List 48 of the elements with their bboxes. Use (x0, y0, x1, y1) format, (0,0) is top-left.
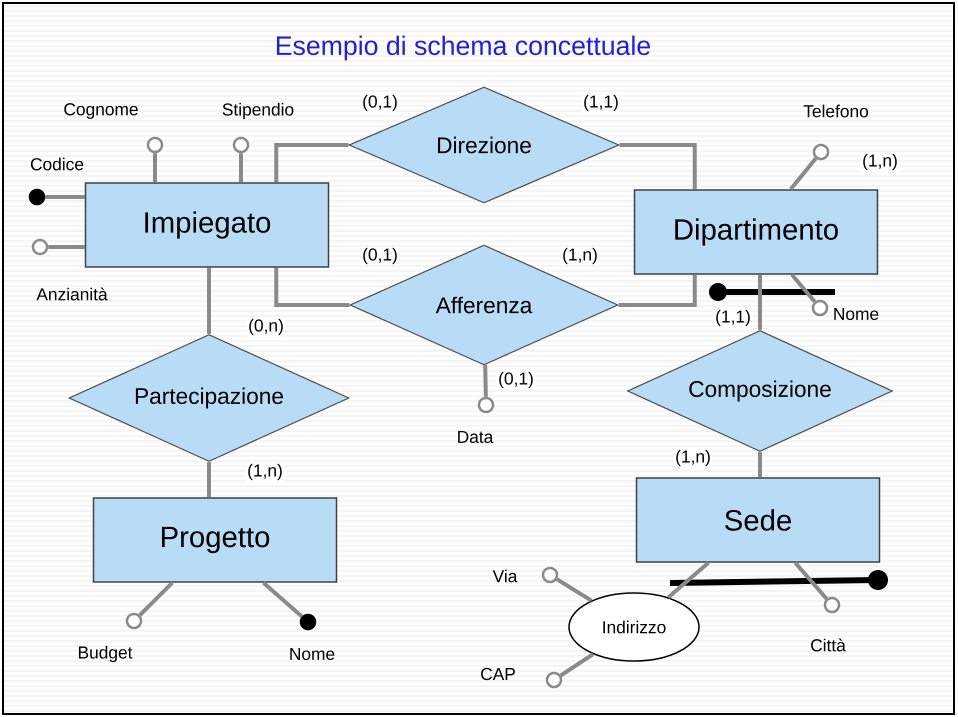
cardinality-label: (0,n) (246, 318, 286, 336)
attribute-label: Nome (834, 308, 878, 320)
attribute-line (789, 157, 818, 191)
attribute-line (48, 245, 85, 249)
attribute-line (153, 153, 157, 182)
attribute-line (262, 581, 304, 618)
cardinality-label: (1,n) (560, 246, 600, 266)
attribute-line (667, 561, 710, 599)
cardinality-label: (1,1) (714, 308, 752, 328)
entity-box: Progetto (92, 497, 338, 583)
title: Esempio di schema concettuale (276, 36, 650, 60)
attribute-line (138, 581, 174, 617)
attribute-label: Stipendio (222, 102, 294, 120)
attribute-label: Budget (78, 646, 132, 662)
cardinality-label: (0,1) (496, 370, 536, 390)
connector-line (758, 452, 762, 478)
cardinality-label: (1,n) (860, 152, 900, 172)
attribute-line (560, 652, 594, 678)
attribute-label: Cognome (64, 103, 138, 119)
attribute-line (794, 561, 828, 600)
attribute-line (483, 365, 488, 397)
cardinality-label: (1,n) (246, 462, 284, 482)
attribute-label: CAP (481, 668, 515, 680)
attribute-line (239, 153, 243, 182)
connector-line (207, 462, 211, 498)
attribute-line (790, 273, 816, 303)
entity-box: Sede (636, 477, 880, 563)
attribute-label: Codice (30, 158, 84, 170)
connector-line (274, 268, 350, 307)
cardinality-label: (0,1) (360, 246, 400, 266)
attribute-label: Città (811, 638, 846, 652)
cardinality-label: (1,1) (582, 94, 620, 112)
entity-box: Dipartimento (634, 189, 878, 275)
connector-line (620, 143, 697, 190)
connector-line (758, 274, 762, 330)
connector-line (618, 274, 697, 307)
attribute-label: Nome (290, 648, 334, 660)
attribute-line (45, 195, 85, 199)
entity-box: Impiegato (84, 182, 330, 268)
cardinality-label: (1,n) (674, 448, 712, 468)
attribute-label: Via (492, 570, 518, 582)
attribute-label: Anzianità (36, 288, 108, 300)
attribute-line (556, 578, 592, 602)
connector-line (274, 143, 348, 182)
connector-line (207, 268, 211, 334)
cardinality-label: (0,1) (360, 94, 400, 112)
attribute-label: Telefono (804, 104, 868, 118)
attribute-label: Data (458, 430, 494, 444)
